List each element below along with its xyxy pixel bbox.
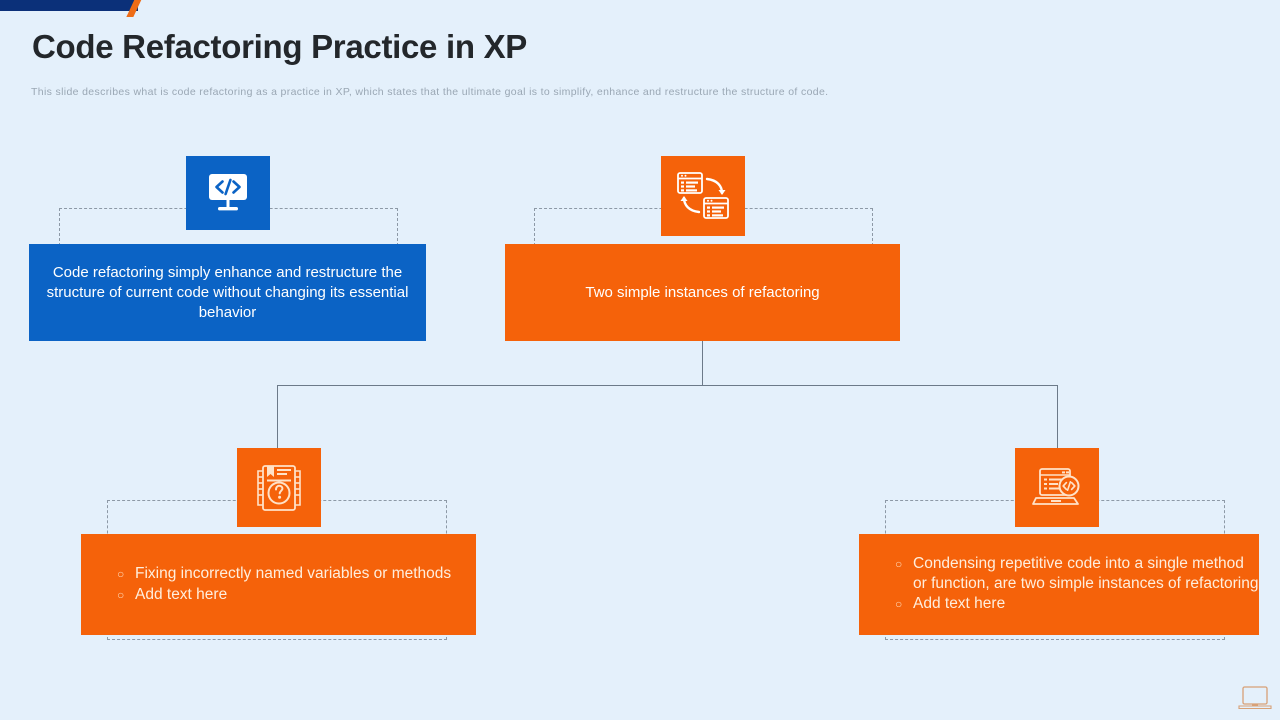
- document-question-icon: [254, 462, 304, 514]
- code-monitor-icon: [205, 171, 251, 215]
- list-item: ○ Add text here: [117, 585, 476, 606]
- instances-text: Two simple instances of refactoring: [585, 283, 820, 301]
- instance-right-icon-tile: [1015, 448, 1099, 527]
- laptop-outline-icon: [1238, 684, 1272, 712]
- connector-drop-left: [277, 385, 278, 448]
- bullet-marker: ○: [117, 566, 125, 581]
- list-item: ○ Add text here: [895, 594, 1259, 615]
- definition-text: Code refactoring simply enhance and rest…: [46, 263, 409, 321]
- instance-left-icon-tile: [237, 448, 321, 527]
- bullet-marker: ○: [117, 587, 125, 602]
- definition-content-box: Code refactoring simply enhance and rest…: [29, 244, 426, 341]
- list-item-text: Add text here: [913, 595, 1006, 612]
- page-title: Code Refactoring Practice in XP: [32, 28, 527, 65]
- page-subtitle: This slide describes what is code refact…: [31, 86, 829, 98]
- list-item-text: Condensing repetitive code into a single…: [913, 555, 1259, 592]
- instances-content-box: Two simple instances of refactoring: [505, 244, 900, 341]
- laptop-code-search-icon: [1032, 465, 1082, 511]
- bullet-marker: ○: [895, 597, 903, 611]
- instance-right-bullet-list: ○ Condensing repetitive code into a sing…: [859, 554, 1259, 615]
- bullet-marker: ○: [895, 557, 903, 571]
- instances-icon-tile: [661, 156, 745, 236]
- connector-drop-right: [1057, 385, 1058, 448]
- connector-horizontal-bus: [277, 385, 1058, 386]
- orange-slash-decoration: [126, 0, 143, 17]
- instance-left-bullet-list: ○ Fixing incorrectly named variables or …: [81, 564, 476, 606]
- list-item-text: Fixing incorrectly named variables or me…: [135, 564, 452, 582]
- instance-left-content-box: ○ Fixing incorrectly named variables or …: [81, 534, 476, 635]
- list-item: ○ Condensing repetitive code into a sing…: [895, 554, 1259, 594]
- top-ribbon: [0, 0, 143, 17]
- list-item: ○ Fixing incorrectly named variables or …: [117, 564, 476, 585]
- refactor-sync-windows-icon: [675, 170, 731, 222]
- connector-vertical-trunk: [702, 341, 703, 386]
- list-item-text: Add text here: [135, 585, 228, 603]
- instance-right-content-box: ○ Condensing repetitive code into a sing…: [859, 534, 1259, 635]
- definition-icon-tile: [186, 156, 270, 230]
